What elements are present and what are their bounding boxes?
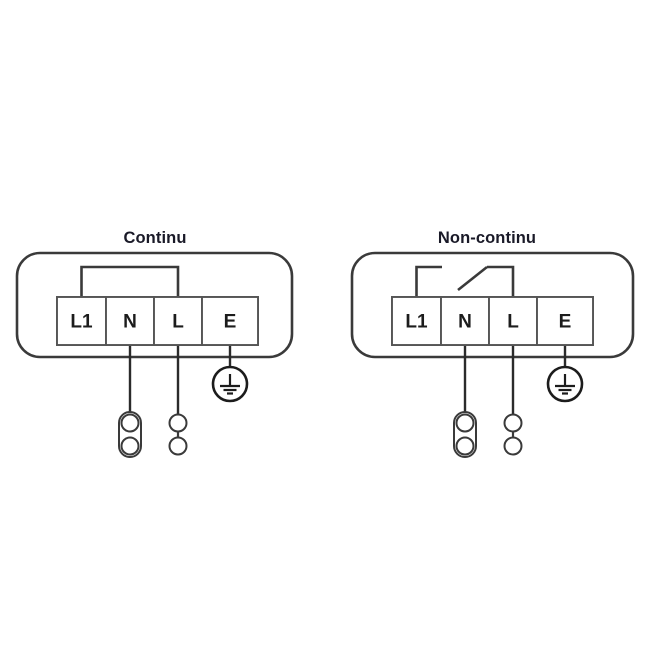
connector-twin-circle-non-continu [503, 413, 523, 456]
connector-twin-circle-continu [168, 413, 188, 456]
terminal-label-n-continu: N [123, 312, 137, 333]
diagram-title-non-continu: Non-continu [438, 229, 536, 247]
terminal-label-n-non-continu: N [458, 312, 472, 333]
diagram-title-continu: Continu [123, 229, 186, 247]
terminal-label-l1-continu: L1 [70, 312, 93, 333]
eyelet-1 [168, 413, 188, 433]
ferrule-eyelet-2 [120, 436, 140, 456]
terminal-e-continu[interactable] [201, 296, 259, 346]
terminal-label-e-non-continu: E [559, 312, 572, 333]
eyelet-2 [168, 436, 188, 456]
terminal-l-non-continu[interactable] [488, 296, 538, 346]
eyelet-1 [503, 413, 523, 433]
earth-symbol-non-continu [546, 365, 584, 403]
terminal-e-non-continu[interactable] [536, 296, 594, 346]
terminal-label-l1-non-continu: L1 [405, 312, 428, 333]
eyelet-2 [503, 436, 523, 456]
terminal-label-l-non-continu: L [507, 312, 519, 333]
jumper-left-contact-non-continu [415, 265, 442, 297]
terminal-label-l-continu: L [172, 312, 184, 333]
jumper-right-contact-non-continu [487, 265, 515, 297]
terminal-l1-continu[interactable] [56, 296, 107, 346]
ferrule-eyelet-2 [455, 436, 475, 456]
ferrule-eyelet-1 [455, 413, 475, 433]
ferrule-eyelet-1 [120, 413, 140, 433]
switch-blade-open-non-continu [457, 265, 488, 292]
earth-symbol-continu [211, 365, 249, 403]
jumper-link-closed-continu [80, 265, 180, 297]
terminal-n-continu[interactable] [105, 296, 155, 346]
terminal-l-continu[interactable] [153, 296, 203, 346]
terminal-n-non-continu[interactable] [440, 296, 490, 346]
connector-ferrule-capsule-non-continu [453, 411, 477, 458]
terminal-label-e-continu: E [224, 312, 237, 333]
connector-ferrule-capsule-continu [118, 411, 142, 458]
